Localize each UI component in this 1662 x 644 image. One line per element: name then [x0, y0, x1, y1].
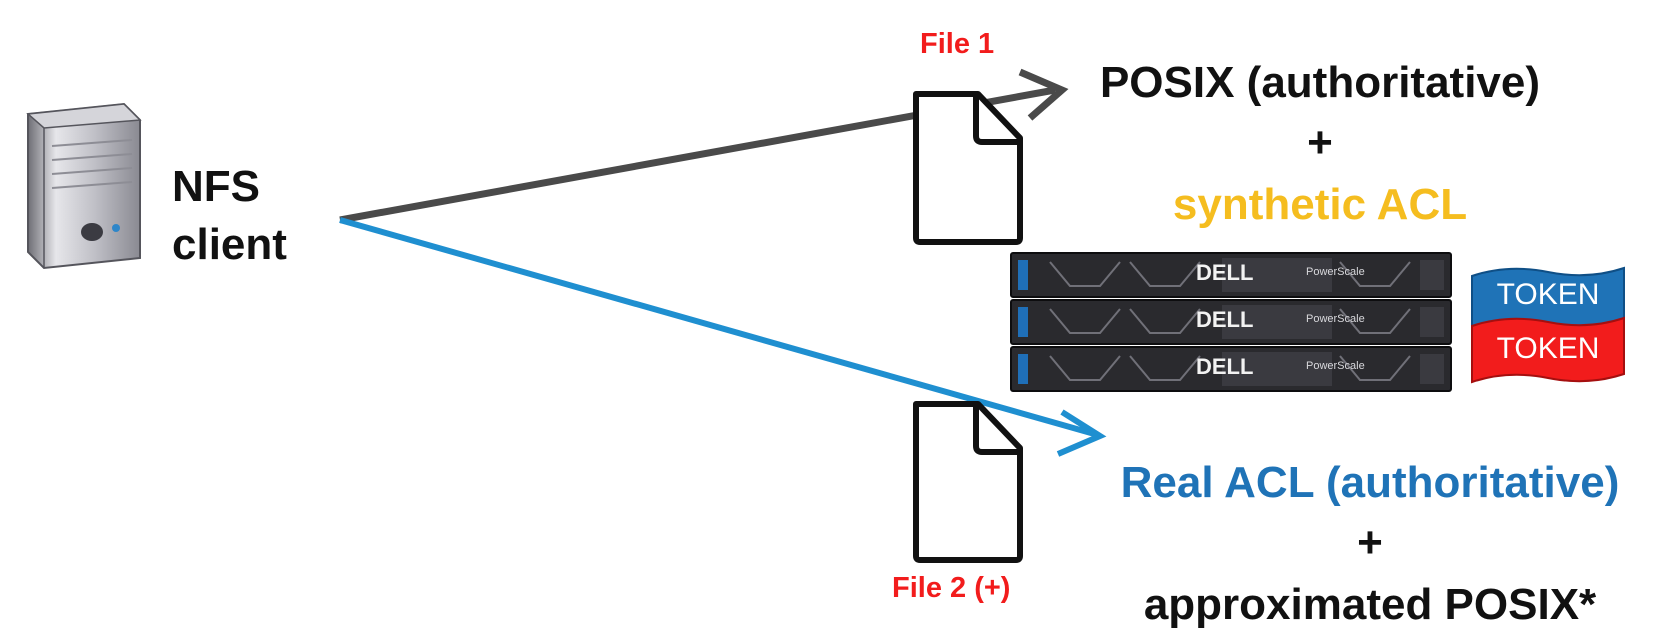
nfs-client-label: NFS client	[172, 158, 287, 274]
arrow-to-real-acl	[339, 217, 1099, 438]
real-acl-authoritative-label: Real ACL (authoritative)	[1120, 458, 1620, 507]
rack-node-1-brand: DELL	[1196, 260, 1254, 285]
file1-document-icon	[913, 91, 1023, 245]
approximated-posix-label: approximated POSIX*	[1143, 580, 1597, 629]
token-flag-shape	[1471, 266, 1625, 384]
token-flags: TOKEN TOKEN	[1468, 262, 1628, 386]
file2-document-icon	[913, 401, 1023, 563]
powerscale-cluster: DELL PowerScale DELL PowerScale DELL Pow…	[1010, 252, 1452, 392]
nfs-client-label-line1: NFS	[172, 162, 260, 211]
arrow-to-posix-head	[1018, 68, 1069, 121]
rack-node-1-model: PowerScale	[1306, 266, 1365, 278]
rack-node-3-brand: DELL	[1196, 354, 1254, 379]
server-tower-icon	[26, 102, 142, 270]
file1-label: File 1	[920, 28, 995, 60]
posix-authoritative-label: POSIX (authoritative)	[1099, 58, 1541, 107]
arrow-to-real-acl-head	[1056, 409, 1107, 457]
synthetic-acl-label: synthetic ACL	[1172, 180, 1468, 229]
nfs-client-label-line2: client	[172, 220, 287, 269]
file2-label: File 2 (+)	[892, 572, 1011, 604]
rack-node-2-brand: DELL	[1196, 307, 1254, 332]
rack-node-2	[1010, 299, 1452, 345]
rack-node-3-model: PowerScale	[1306, 360, 1365, 372]
token-blue-label: TOKEN	[1496, 278, 1600, 311]
plus-sign-file2: +	[1357, 518, 1383, 567]
rack-node-1	[1010, 252, 1452, 298]
plus-sign-file1: +	[1307, 118, 1333, 167]
rack-node-2-model: PowerScale	[1306, 313, 1365, 325]
token-red-label: TOKEN	[1496, 332, 1600, 365]
rack-node-3	[1010, 346, 1452, 392]
